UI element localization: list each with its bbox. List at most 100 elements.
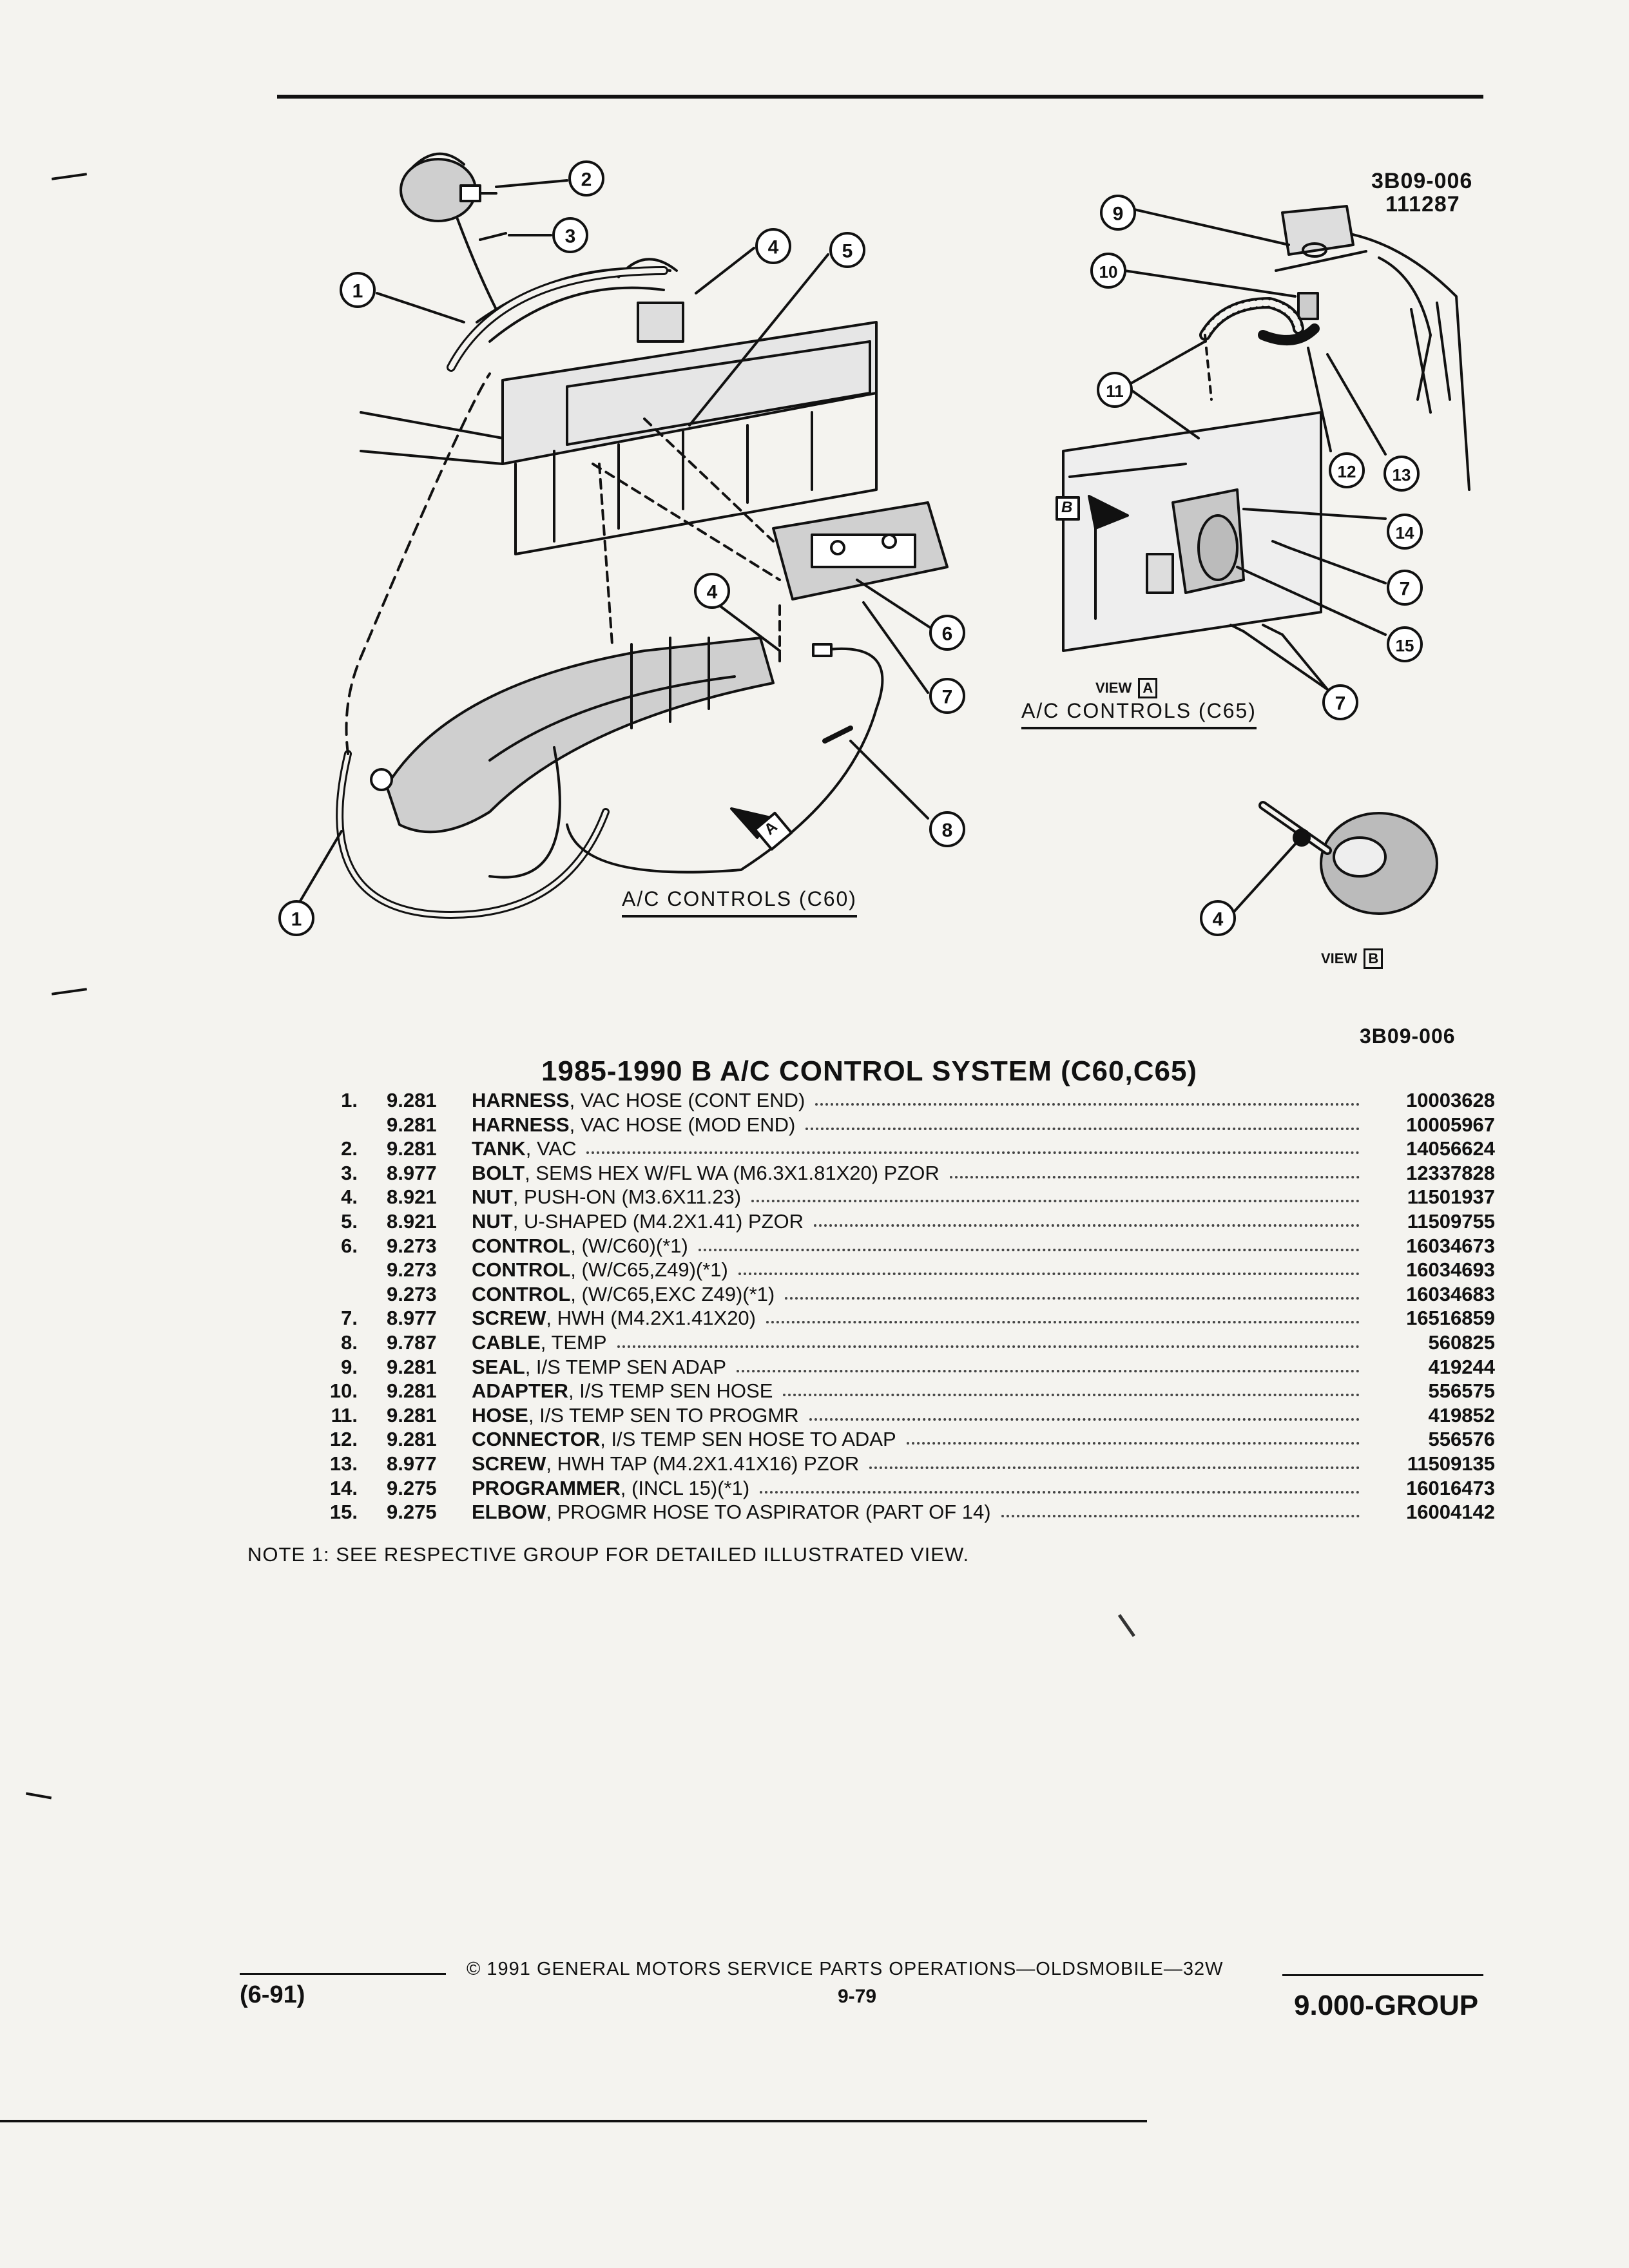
part-description: HARNESS, VAC HOSE (MOD END) [472,1113,795,1137]
part-number: 14056624 [1406,1137,1495,1160]
part-name: SCREW [472,1452,546,1475]
part-detail: , HWH (M4.2X1.41X20) [546,1307,756,1330]
part-name: CABLE [472,1331,541,1354]
svg-text:7: 7 [1335,693,1346,715]
part-number: 16034693 [1406,1258,1495,1282]
callout-5 [829,232,865,268]
svg-text:8: 8 [942,820,953,841]
svg-text:7: 7 [1400,579,1411,600]
leader-dots [907,1433,1360,1445]
part-name: NUT [472,1186,513,1209]
callout-4 [694,573,730,609]
part-description: NUT, U-SHAPED (M4.2X1.41) PZOR [472,1210,804,1233]
leader-dots [737,1361,1360,1372]
part-name: PROGRAMMER [472,1476,621,1499]
svg-text:4: 4 [1213,909,1224,930]
part-name: NUT [472,1209,513,1233]
part-number: 419244 [1428,1355,1495,1378]
item-number: 1. [341,1089,358,1111]
group-number: 8.921 [387,1186,437,1209]
figure-code-bottom: 3B09-006 [1360,1024,1456,1048]
leader-dots [760,1482,1360,1494]
item-number: 5. [341,1209,358,1233]
group-number: 9.281 [387,1089,437,1111]
arrow-b-letter: B [1061,499,1073,516]
group-number: 9.273 [387,1258,437,1282]
footer-page: 9-79 [838,1986,877,2007]
callout-1 [340,272,376,308]
leader-dots [699,1240,1360,1251]
view-b-text: VIEW [1321,950,1358,966]
parts-row: 3. 8.977 BOLT, SEMS HEX W/FL WA (M6.3X1.81… [303,1162,1495,1186]
item-number: 7. [341,1307,358,1330]
part-number: 16516859 [1406,1307,1495,1330]
part-number: 12337828 [1406,1161,1495,1184]
figure-code-top: 3B09-006 [1371,169,1473,193]
leader-dots [809,1409,1360,1421]
svg-text:1: 1 [352,281,363,302]
part-description: HOSE, I/S TEMP SEN TO PROGMR [472,1404,799,1427]
leader-dots [815,1094,1360,1106]
part-number: 16034673 [1406,1234,1495,1257]
part-number: 556576 [1428,1428,1495,1451]
item-number: 15. [329,1501,358,1524]
part-detail: , VAC [525,1137,577,1160]
part-detail: , VAC HOSE (CONT END) [569,1089,805,1111]
item-number: 3. [341,1161,358,1184]
svg-text:3: 3 [565,226,576,247]
svg-text:13: 13 [1393,465,1411,485]
part-name: ELBOW [472,1501,546,1524]
parts-row: 9.273 CONTROL, (W/C65,Z49)(*1) 16034693 [303,1258,1495,1283]
part-description: CABLE, TEMP [472,1331,607,1354]
part-detail: , (W/C65,EXC Z49)(*1) [570,1282,775,1305]
callout-1 [278,900,314,936]
callout-8 [929,811,965,847]
callout-4 [1200,900,1236,936]
part-detail: , U-SHAPED (M4.2X1.41) PZOR [512,1209,804,1233]
part-description: HARNESS, VAC HOSE (CONT END) [472,1089,805,1112]
part-number: 10005967 [1406,1113,1495,1136]
callout-14 [1387,514,1423,550]
part-description: SCREW, HWH (M4.2X1.41X20) [472,1307,756,1330]
svg-text:11: 11 [1106,381,1124,401]
part-description: CONTROL, (W/C65,EXC Z49)(*1) [472,1283,775,1306]
callout-7 [929,678,965,714]
exploded-view-diagram: 2 3 1 4 5 4 6 7 8 1 9 10 11 12 13 14 7 1… [278,152,1470,936]
part-description: BOLT, SEMS HEX W/FL WA (M6.3X1.81X20) PZ… [472,1162,940,1185]
part-detail: , SEMS HEX W/FL WA (M6.3X1.81X20) PZOR [525,1161,940,1184]
part-detail: , (W/C60)(*1) [570,1234,688,1257]
view-b-label: VIEW B [1321,948,1383,969]
footer-group: 9.000-GROUP [1294,1990,1479,2021]
item-number: 13. [329,1452,358,1475]
group-number: 9.281 [387,1137,437,1160]
callout-3 [552,217,588,253]
leader-dots [783,1385,1360,1397]
part-number: 10003628 [1406,1089,1495,1111]
part-description: CONTROL, (W/C65,Z49)(*1) [472,1258,728,1282]
leader-dots [738,1264,1360,1276]
callout-7 [1387,570,1423,606]
part-name: CONTROL [472,1282,571,1305]
part-detail: , HWH TAP (M4.2X1.41X16) PZOR [546,1452,860,1475]
view-a-box: A [1138,678,1158,698]
svg-text:5: 5 [842,241,853,262]
group-number: 9.273 [387,1234,437,1257]
leader-dots [785,1288,1360,1300]
part-name: HOSE [472,1403,528,1427]
part-detail: , VAC HOSE (MOD END) [569,1113,796,1136]
margin-mark [25,1792,52,1800]
part-number: 419852 [1428,1403,1495,1427]
leader-dots [617,1336,1360,1348]
group-number: 8.977 [387,1161,437,1184]
part-name: ADAPTER [472,1379,568,1403]
leader-dots [869,1457,1360,1469]
part-name: HARNESS [472,1113,570,1136]
leader-dots [766,1312,1360,1324]
